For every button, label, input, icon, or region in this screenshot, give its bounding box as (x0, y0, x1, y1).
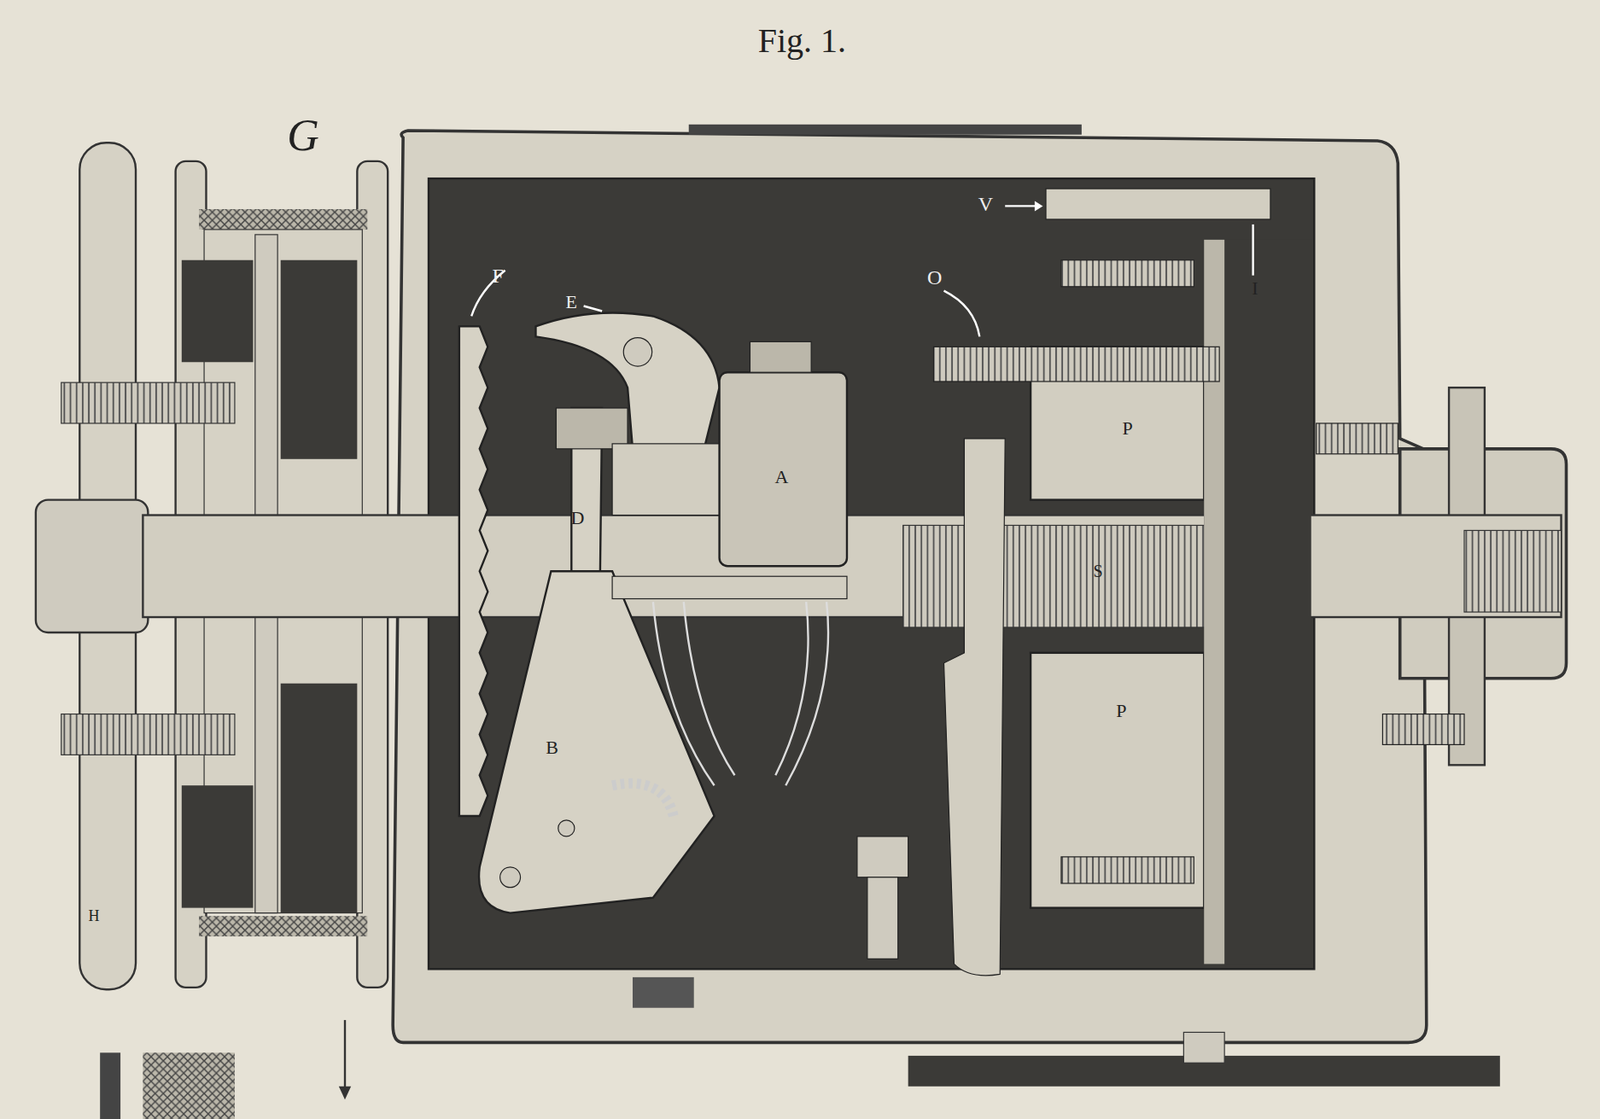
contact-blocks-part (934, 346, 1221, 382)
ratchet-and-lever-part (558, 820, 575, 837)
leader-lines-part (1034, 200, 1044, 211)
contact-blocks-part (1316, 423, 1399, 455)
shaft (142, 515, 1561, 628)
contact-blocks-part (1382, 714, 1465, 746)
housing-part (689, 124, 1082, 135)
part-letter: P (1122, 419, 1133, 438)
contact-blocks (857, 188, 1465, 976)
ratchet-and-lever-part (612, 783, 674, 817)
contact-blocks-part (867, 877, 899, 960)
pulley-part (280, 683, 358, 914)
hand-disk-part (61, 714, 235, 756)
magnet-coil-part (719, 372, 847, 567)
part-letter: V (978, 193, 993, 215)
pulley-part (181, 260, 254, 363)
part-letter: S (1092, 562, 1103, 580)
fragments-part (142, 1052, 235, 1119)
ratchet-and-lever-part (535, 312, 719, 449)
contact-blocks-part (1045, 188, 1271, 220)
ratchet-and-lever-part (459, 326, 488, 817)
housing-part (1183, 1032, 1225, 1063)
fragments (99, 1052, 235, 1119)
part-letter: O (927, 267, 942, 288)
leader-lines (338, 200, 1254, 1100)
contact-blocks-part (1061, 260, 1194, 287)
contact-blocks-part (1030, 653, 1204, 909)
ratchet-and-lever-part (500, 867, 521, 888)
ratchet-and-lever-part (478, 571, 715, 913)
leader-lines-part (1251, 224, 1254, 276)
magnet-coil-part (749, 341, 812, 373)
contact-blocks-part (857, 836, 909, 878)
part-letter: H (87, 908, 100, 924)
part-letter: F (492, 265, 504, 287)
contact-blocks-part (1203, 239, 1311, 965)
pulley-part (198, 209, 368, 230)
pulley-part (280, 260, 358, 460)
part-letter: P (1115, 701, 1127, 721)
shaft-part (142, 515, 1561, 619)
ratchet-and-lever-part (623, 338, 652, 367)
part-letter: A (775, 467, 789, 487)
housing-part (632, 977, 695, 1009)
hand-disk-part (61, 382, 235, 424)
magnet-coil-part (612, 443, 725, 516)
figure-title: Fig. 1. (758, 23, 847, 59)
part-letter: B (545, 738, 559, 758)
leader-lines-part (344, 1020, 346, 1098)
magnet-coil (612, 341, 847, 786)
leader-lines-part (583, 306, 603, 312)
magnet-coil-part (612, 576, 847, 599)
shaft-part (1464, 530, 1562, 613)
housing-part (392, 130, 1427, 1043)
hand-disk-part (35, 500, 148, 633)
part-letter: D (571, 508, 585, 528)
part-letter: G (286, 113, 320, 158)
pulley-part (181, 785, 254, 908)
pulley-part (198, 916, 368, 937)
fragments-part (99, 1052, 121, 1119)
ratchet-and-lever (459, 312, 720, 913)
part-letter: E (566, 292, 578, 312)
magnet-coil-part (653, 601, 829, 786)
ratchet-and-lever-part (555, 408, 628, 450)
contact-blocks-part (944, 438, 1006, 976)
leader-lines-part (944, 291, 981, 338)
leader-lines-part (338, 1086, 351, 1101)
part-letter: I (1251, 279, 1258, 298)
contact-blocks-part (1061, 857, 1194, 884)
